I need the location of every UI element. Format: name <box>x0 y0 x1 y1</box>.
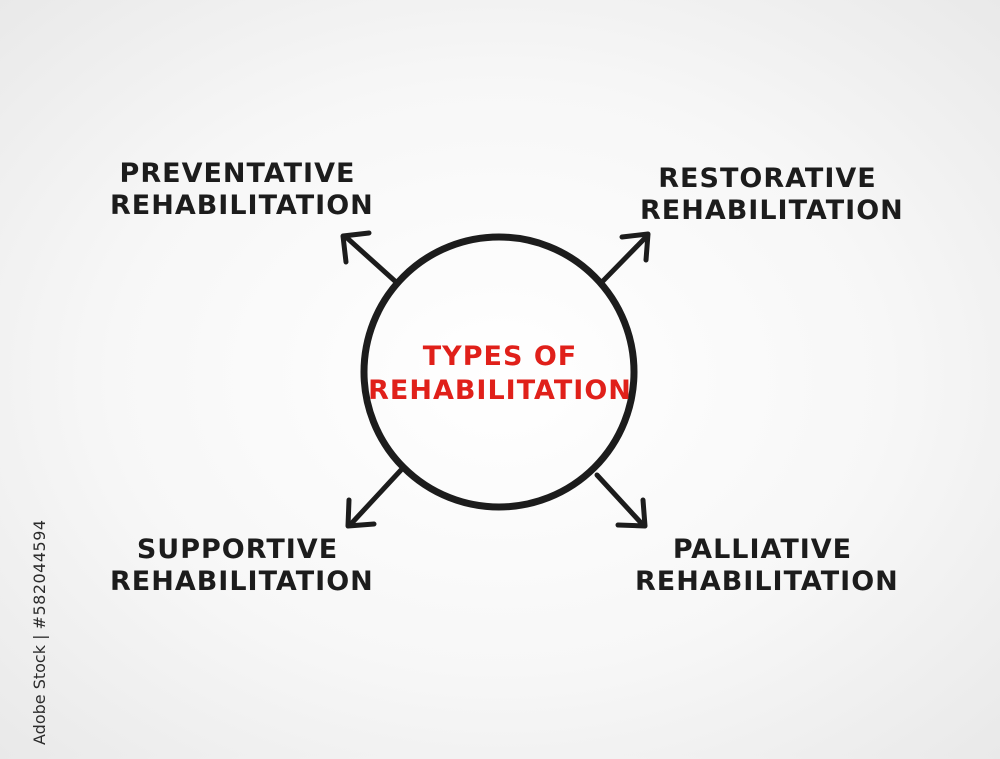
branch-label-palliative: PALLIATIVE REHABILITATION <box>635 534 899 598</box>
arrow-to-preventative <box>340 230 399 285</box>
arrowhead-icon <box>345 497 377 529</box>
watermark-separator: | <box>30 634 49 640</box>
arrowhead-icon <box>340 230 372 265</box>
center-title-line2: REHABILITATION <box>368 375 632 406</box>
branch-label-line2: REHABILITATION <box>635 566 899 597</box>
branch-label-line2: REHABILITATION <box>110 566 374 597</box>
branch-label-line1: PREVENTATIVE <box>119 158 356 189</box>
branch-label-line2: REHABILITATION <box>640 195 904 226</box>
branch-label-line1: PALLIATIVE <box>672 534 853 565</box>
branch-label-line1: RESTORATIVE <box>658 163 877 194</box>
arrow-to-palliative <box>594 472 648 529</box>
watermark-id: #582044594 <box>30 519 49 630</box>
arrowhead-icon <box>619 231 651 263</box>
branch-label-supportive: SUPPORTIVE REHABILITATION <box>110 534 374 598</box>
arrowhead-icon <box>615 497 648 529</box>
branch-label-restorative: RESTORATIVE REHABILITATION <box>640 163 904 227</box>
watermark-brand: Adobe Stock <box>30 645 49 745</box>
branch-label-line1: SUPPORTIVE <box>136 534 339 565</box>
center-title-line1: TYPES OF <box>422 341 578 372</box>
arrow-to-supportive <box>345 467 404 529</box>
watermark-text: Adobe Stock | #582044594 <box>30 519 50 745</box>
stock-watermark: Adobe Stock | #582044594 <box>8 515 49 745</box>
branch-label-preventative: PREVENTATIVE REHABILITATION <box>110 158 374 222</box>
center-circle <box>360 233 638 511</box>
arrow-to-restorative <box>599 231 651 285</box>
center-title: TYPES OF REHABILITATION <box>360 340 640 408</box>
branch-label-line2: REHABILITATION <box>110 190 374 221</box>
